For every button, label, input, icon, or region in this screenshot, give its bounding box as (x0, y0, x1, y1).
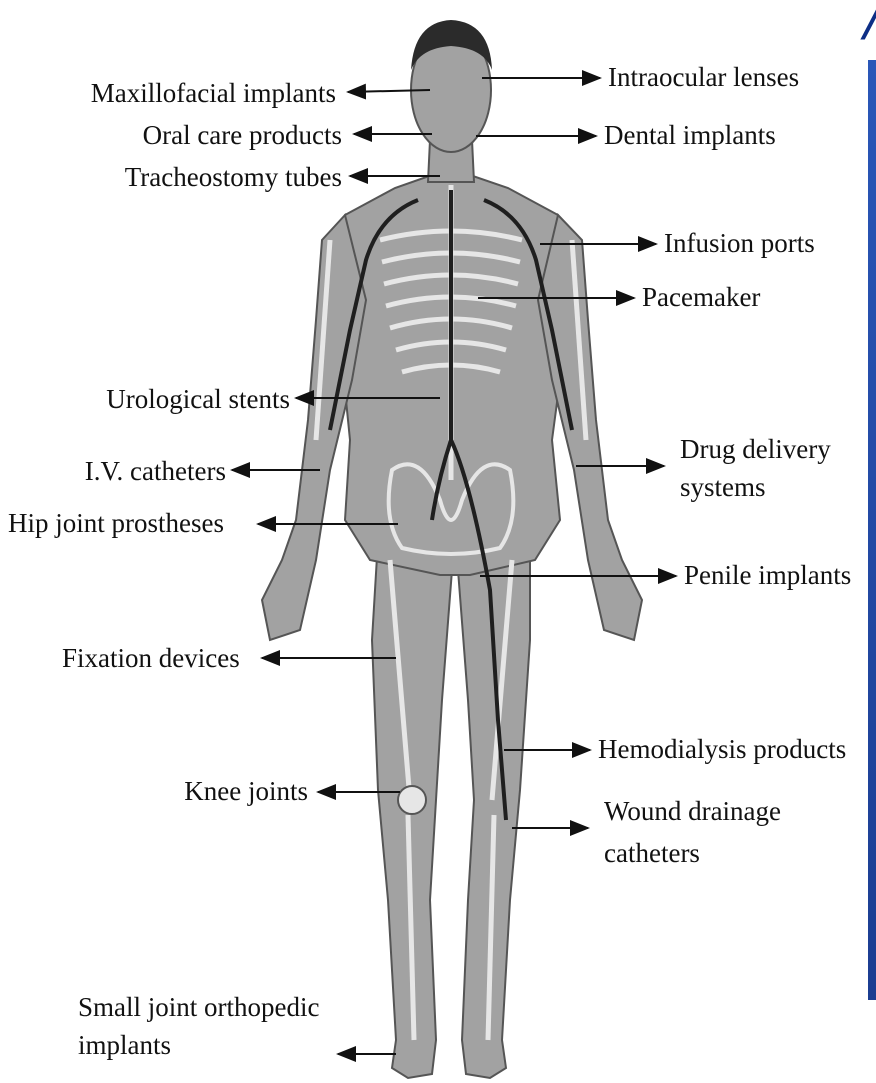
label-wound-drainage: Wound drainage (604, 794, 781, 828)
label-hip-joint-prostheses: Hip joint prostheses (8, 506, 224, 540)
label-drug-delivery: Drug delivery (680, 432, 831, 466)
label-wound-drainage-catheters: catheters (604, 836, 700, 870)
label-small-joint-orthopedic: Small joint orthopedic (78, 990, 319, 1024)
label-fixation-devices: Fixation devices (62, 641, 240, 675)
label-drug-delivery-systems: systems (680, 470, 766, 504)
label-oral-care-products: Oral care products (143, 118, 342, 152)
label-penile-implants: Penile implants (684, 558, 851, 592)
label-hemodialysis-products: Hemodialysis products (598, 732, 846, 766)
label-tracheostomy-tubes: Tracheostomy tubes (125, 160, 342, 194)
label-knee-joints: Knee joints (184, 774, 308, 808)
label-iv-catheters: I.V. catheters (85, 454, 226, 488)
label-small-joint-implants: implants (78, 1028, 171, 1062)
label-dental-implants: Dental implants (604, 118, 776, 152)
label-infusion-ports: Infusion ports (664, 226, 815, 260)
label-intraocular-lenses: Intraocular lenses (608, 60, 799, 94)
label-urological-stents: Urological stents (106, 382, 290, 416)
label-pacemaker: Pacemaker (642, 280, 760, 314)
label-maxillofacial-implants: Maxillofacial implants (91, 76, 336, 110)
knee-joint-mark (398, 786, 426, 814)
